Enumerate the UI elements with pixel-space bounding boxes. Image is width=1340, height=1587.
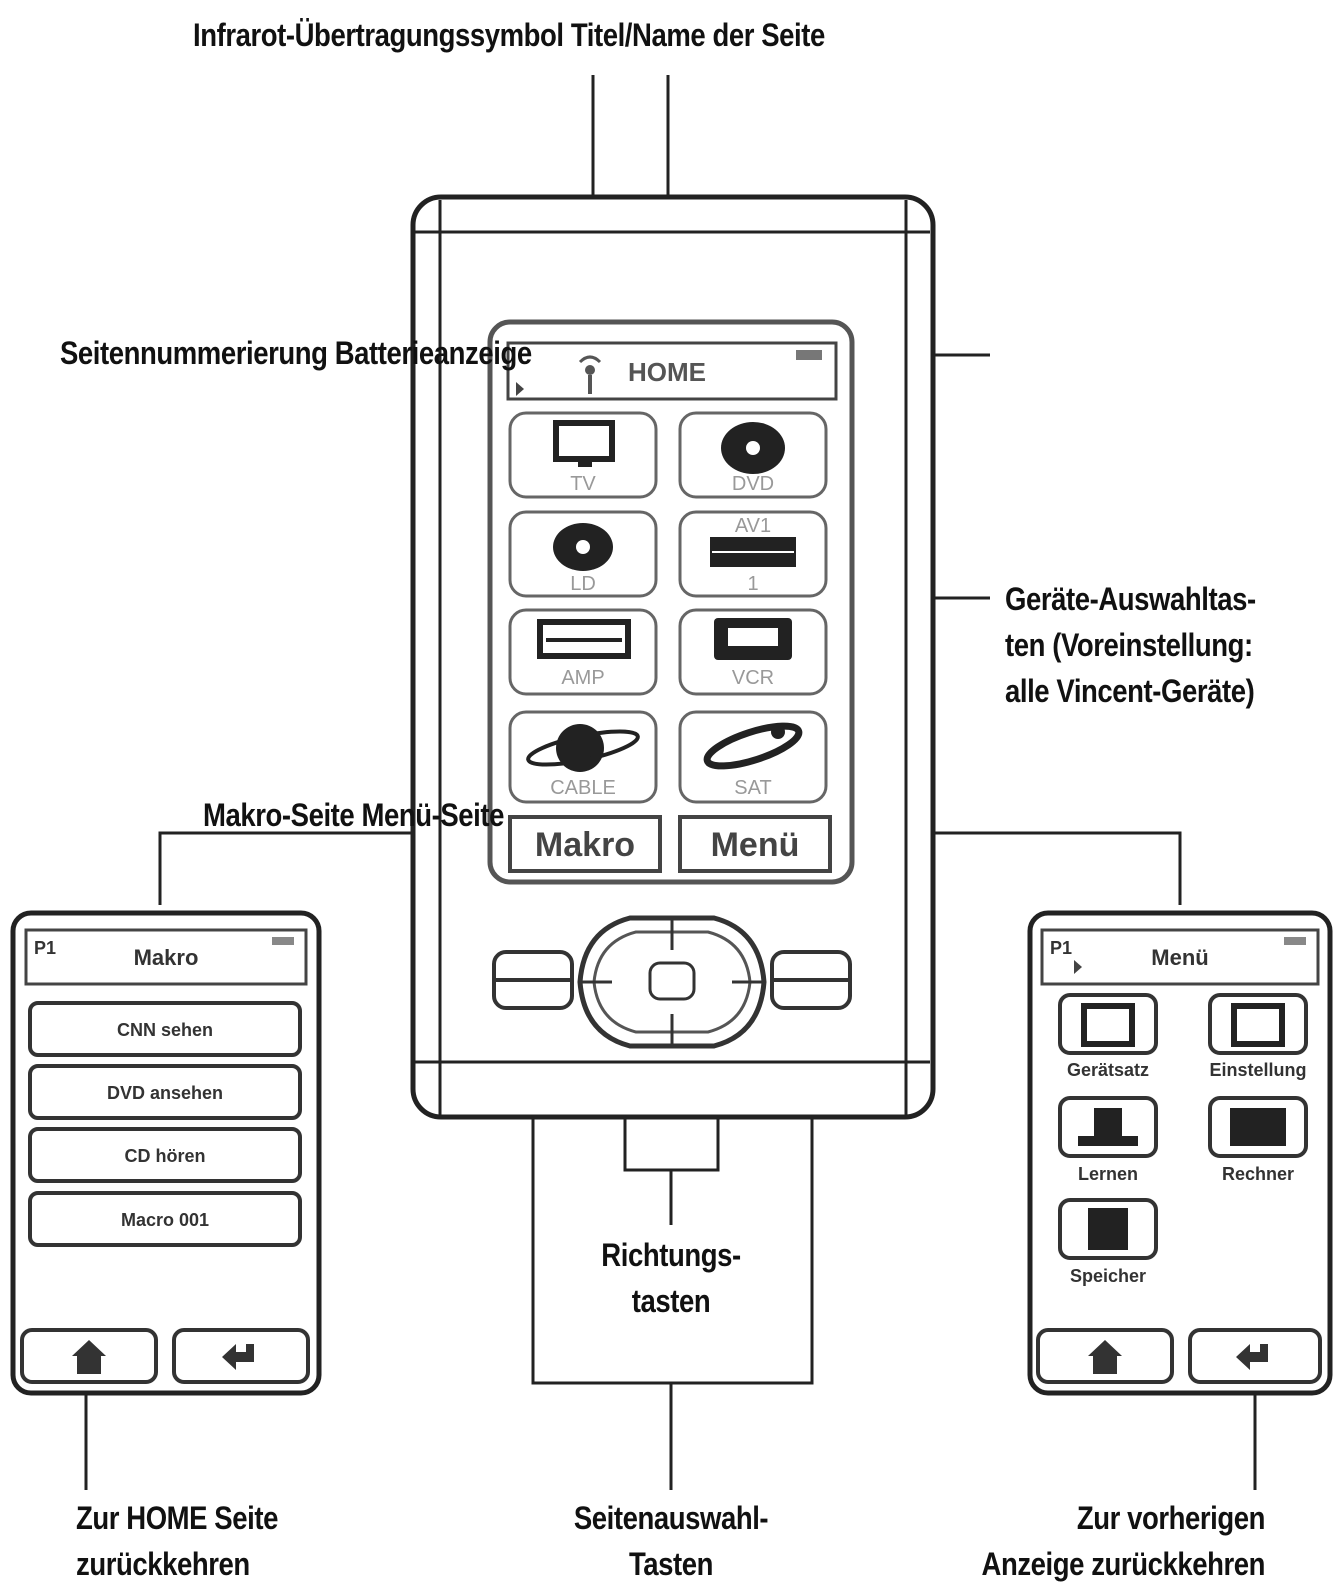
device-key-vcr[interactable]: VCR — [678, 608, 828, 696]
device-key-cable[interactable]: CABLE — [508, 710, 658, 804]
back-arrow-icon — [222, 1344, 254, 1370]
settings-icon — [1231, 1003, 1285, 1047]
satellite-icon — [703, 722, 803, 770]
callout-device-keys-line: ten (Voreinstellung: — [1005, 627, 1253, 663]
svg-text:P1: P1 — [34, 938, 56, 958]
main-screen-title: HOME — [628, 357, 706, 387]
back-button[interactable] — [1188, 1328, 1322, 1384]
callout-device-keys-line: Geräte-Auswahltas- — [1005, 581, 1256, 617]
svg-text:TV: TV — [570, 473, 596, 495]
memory-icon — [1088, 1208, 1128, 1250]
svg-text:DVD ansehen: DVD ansehen — [107, 1083, 223, 1103]
svg-text:SAT: SAT — [734, 777, 771, 799]
tv-icon — [553, 420, 615, 462]
menu-item[interactable]: Speicher — [1058, 1198, 1158, 1286]
device-key-amp[interactable]: AMP — [508, 608, 658, 696]
device-key-dvd[interactable]: DVD — [678, 411, 828, 499]
battery-icon — [796, 350, 822, 360]
callout-device-keys: Geräte-Auswahltas- ten (Voreinstellung: … — [1005, 576, 1297, 714]
macro-screen-title: Makro — [134, 945, 199, 970]
svg-text:AV1: AV1 — [735, 515, 771, 537]
battery-icon — [272, 937, 294, 945]
callout-direction-line: tasten — [631, 1283, 711, 1319]
svg-text:DVD: DVD — [732, 473, 774, 495]
battery-icon — [1284, 937, 1306, 945]
macro-page-device: P1 Makro CNN sehen DVD ansehen CD hören … — [10, 910, 322, 1396]
learn-icon — [1078, 1108, 1138, 1146]
back-arrow-icon — [1236, 1344, 1268, 1370]
macro-item[interactable]: Macro 001 — [28, 1191, 302, 1247]
menu-item[interactable]: Rechner — [1208, 1096, 1308, 1184]
home-icon — [72, 1340, 106, 1374]
macro-item[interactable]: CD hören — [28, 1127, 302, 1183]
menu-item[interactable]: Lernen — [1058, 1096, 1158, 1184]
callout-page-select-line: Tasten — [628, 1546, 714, 1582]
menu-button[interactable]: Menü — [678, 815, 832, 873]
callout-prev-back-line: Zur vorherigen — [1076, 1500, 1266, 1536]
callout-ir-title: Infrarot-Übertragungssymbol Titel/Name d… — [193, 17, 825, 53]
menu-item[interactable]: Einstellung — [1208, 993, 1308, 1080]
svg-text:Gerätsatz: Gerätsatz — [1067, 1060, 1149, 1080]
svg-text:CABLE: CABLE — [550, 777, 616, 799]
svg-text:Macro 001: Macro 001 — [121, 1210, 209, 1230]
back-button[interactable] — [172, 1328, 310, 1384]
macro-item[interactable]: DVD ansehen — [28, 1064, 302, 1120]
device-key-tv[interactable]: TV — [508, 411, 658, 499]
callout-macro-menu: Makro-Seite Menü-Seite — [203, 797, 504, 833]
device-setup-icon — [1081, 1003, 1135, 1047]
device-key-sat[interactable]: SAT — [678, 710, 828, 804]
svg-text:CD hören: CD hören — [125, 1146, 206, 1166]
page-indicator-icon — [516, 382, 524, 396]
svg-text:Menü: Menü — [711, 826, 800, 864]
callout-device-keys-line: alle Vincent-Geräte) — [1005, 673, 1255, 709]
callout-prev-back: Zur vorherigen Anzeige zurückkehren — [905, 1495, 1265, 1587]
infrared-icon — [578, 355, 602, 394]
svg-text:LD: LD — [570, 573, 596, 595]
macro-button[interactable]: Makro — [508, 815, 662, 873]
home-icon — [1088, 1340, 1122, 1374]
callout-prev-back-line: Anzeige zurückkehren — [981, 1546, 1265, 1582]
callout-page-select-line: Seitenauswahl- — [573, 1500, 769, 1536]
callout-home-back-line: zurückkehren — [76, 1546, 250, 1582]
svg-text:P1: P1 — [1050, 938, 1072, 958]
svg-text:AMP: AMP — [561, 667, 604, 689]
ok-key[interactable] — [648, 961, 696, 1001]
macro-item[interactable]: CNN sehen — [28, 1001, 302, 1057]
callout-page-select: Seitenauswahl- Tasten — [541, 1495, 801, 1587]
svg-text:Einstellung: Einstellung — [1209, 1060, 1306, 1080]
callout-paging-battery: Seitennummerierung Batterieanzeige — [60, 335, 532, 371]
svg-text:Makro: Makro — [535, 826, 635, 864]
page-select-left-key[interactable] — [492, 950, 574, 1010]
callout-direction-line: Richtungs- — [601, 1237, 741, 1273]
device-key-av[interactable]: AV1 1 — [678, 510, 828, 598]
menu-screen-title: Menü — [1151, 945, 1208, 970]
home-button[interactable] — [20, 1328, 158, 1384]
svg-text:CNN sehen: CNN sehen — [117, 1020, 213, 1040]
callout-direction-keys: Richtungs- tasten — [571, 1232, 771, 1324]
svg-text:Lernen: Lernen — [1078, 1164, 1138, 1184]
callout-home-back: Zur HOME Seite zurückkehren — [76, 1495, 311, 1587]
direction-pad[interactable] — [577, 915, 767, 1049]
page-indicator-icon — [1074, 960, 1082, 974]
svg-text:Rechner: Rechner — [1222, 1164, 1294, 1184]
svg-text:VCR: VCR — [732, 667, 774, 689]
menu-item[interactable]: Gerätsatz — [1058, 993, 1158, 1080]
device-key-ld[interactable]: LD — [508, 510, 658, 598]
page-select-right-key[interactable] — [770, 950, 852, 1010]
callout-home-back-line: Zur HOME Seite — [76, 1500, 278, 1536]
calculator-icon — [1230, 1108, 1286, 1146]
menu-page-device: P1 Menü Gerätsatz Einstellung Lernen Rec… — [1027, 910, 1333, 1396]
svg-text:1: 1 — [747, 573, 758, 595]
svg-text:Speicher: Speicher — [1070, 1266, 1146, 1286]
home-button[interactable] — [1036, 1328, 1174, 1384]
device-keys: TV DVD LD AV1 1 AMP — [508, 411, 828, 804]
